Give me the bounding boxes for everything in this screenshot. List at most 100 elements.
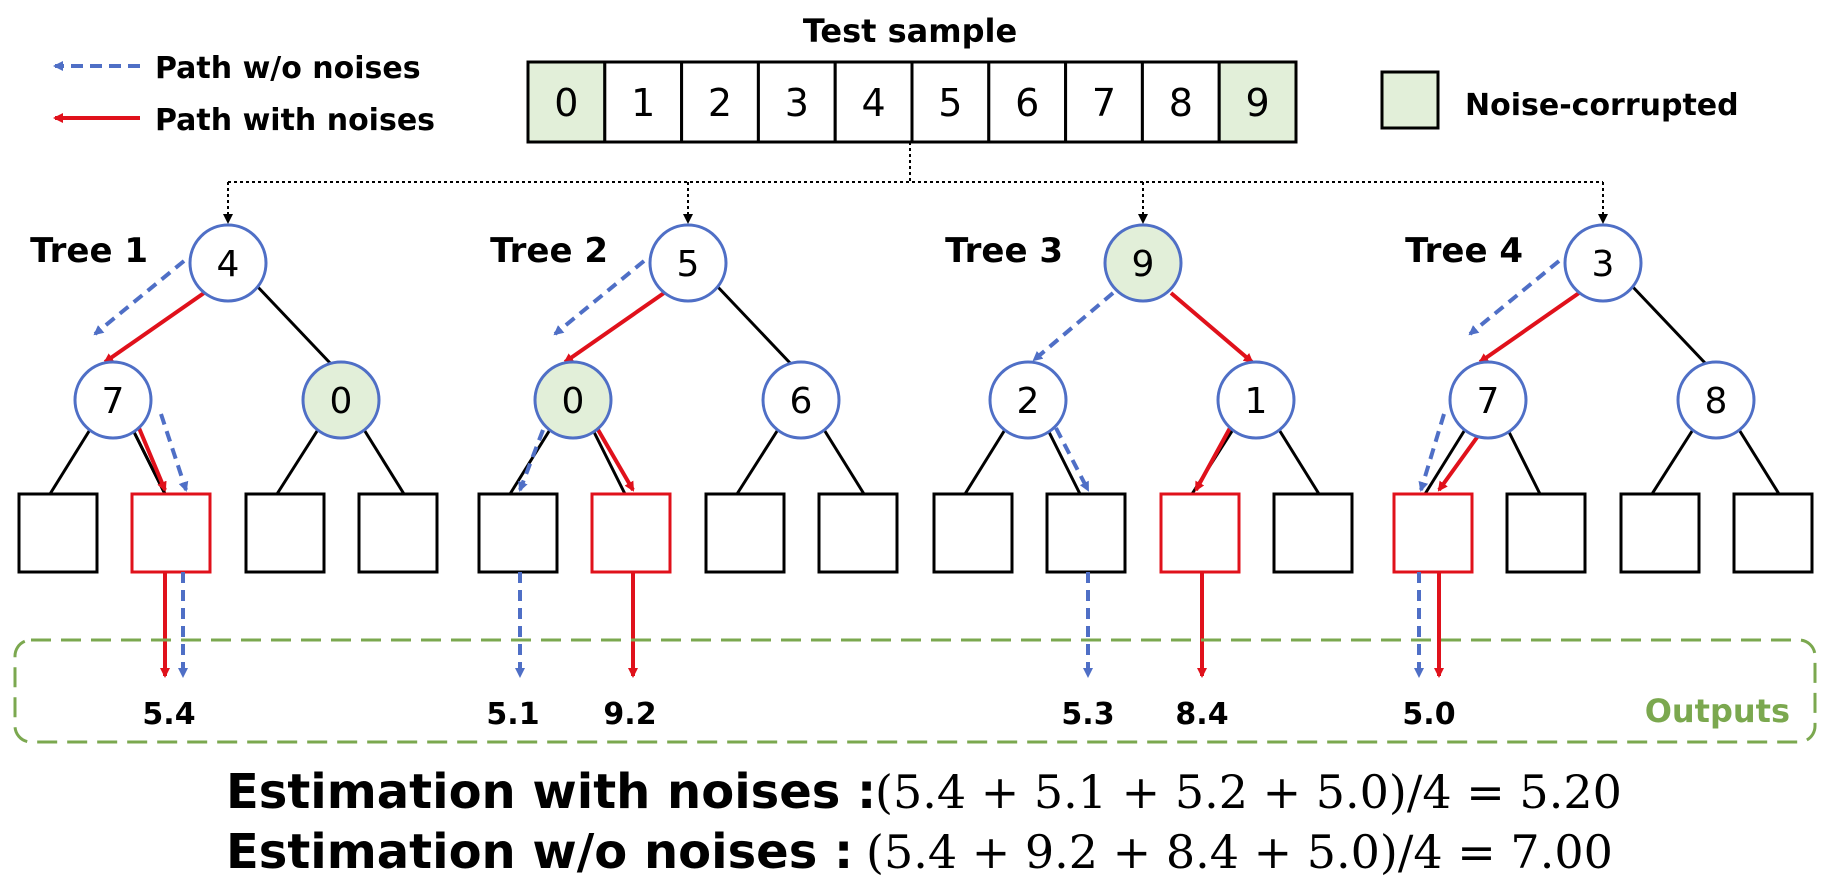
tree-node-label: 0: [562, 381, 585, 422]
equation-without-noise-label: Estimation w/o noises :: [226, 824, 853, 880]
tree-label: Tree 4: [1405, 231, 1523, 271]
tree-edge: [48, 427, 93, 495]
sample-cell: 0: [526, 60, 607, 144]
tree-node-label: 8: [1705, 381, 1728, 422]
tree-node: [1676, 360, 1756, 440]
sample-cell-label: 8: [1169, 81, 1193, 125]
sample-cell-box: [910, 60, 991, 144]
clean-path-arrow: [518, 429, 545, 492]
legend-clean-label: Path w/o noises: [155, 51, 421, 86]
sample-connectors: [223, 142, 1608, 224]
noisy-path-arrow: [1478, 291, 1581, 364]
tree-node: [1448, 360, 1528, 440]
output-value: 5.3: [1061, 697, 1114, 732]
tree-node: [533, 360, 613, 440]
tree-leaf: [357, 492, 439, 574]
sample-cell: 4: [833, 60, 914, 144]
sample-cell-label: 4: [862, 81, 886, 125]
output-value: 9.2: [603, 697, 656, 732]
tree-node-label: 5: [677, 244, 700, 285]
sample-cell-box: [1064, 60, 1144, 144]
equation-without-noise-expr: (5.4 + 9.2 + 8.4 + 5.0)/4 = 7.00: [866, 825, 1613, 879]
tree-leaf: [130, 492, 212, 574]
tree-edge: [735, 427, 781, 495]
sample-cell: 5: [910, 60, 991, 144]
clean-path-arrow: [1054, 427, 1090, 492]
noisy-path-arrow: [103, 291, 206, 364]
tree-node: [73, 360, 153, 440]
tree-leaf: [817, 492, 899, 574]
tree-leaf: [590, 492, 672, 574]
tree-edge: [275, 427, 321, 495]
output-value: 5.0: [1402, 697, 1455, 732]
tree-edge: [714, 283, 793, 366]
tree-node-label: 0: [330, 381, 353, 422]
tree-node: [988, 360, 1068, 440]
tree-label: Tree 3: [945, 231, 1063, 271]
sample-cell: 6: [987, 60, 1068, 144]
noisy-path-arrow: [1169, 291, 1254, 364]
tree-label: Tree 2: [490, 231, 608, 271]
sample-cell-box: [680, 60, 760, 144]
sample-cell-label: 7: [1092, 81, 1116, 125]
tree-node: [1563, 223, 1643, 303]
sample-cell-label: 9: [1246, 81, 1270, 125]
output-value: 5.4: [142, 697, 195, 732]
sample-cell-box: [603, 60, 684, 144]
tree-node: [648, 223, 728, 303]
tree-node-label: 7: [1477, 381, 1500, 422]
output-values: 5.4 5.1 9.2 5.3 8.4 5.0: [142, 697, 1455, 732]
tree-node: [188, 223, 268, 303]
tree-leaf: [704, 492, 786, 574]
sample-cell-label: 5: [938, 81, 962, 125]
tree-leaf: [932, 492, 1014, 574]
sample-cell-box: [1140, 60, 1221, 144]
tree-node-label: 1: [1245, 381, 1268, 422]
tree-2: Tree 2 5 0 6: [477, 223, 899, 678]
sample-cell: 3: [756, 60, 837, 144]
sample-cell-box: [987, 60, 1068, 144]
tree-leaf: [1619, 492, 1701, 574]
tree-edge: [963, 427, 1008, 495]
sample-cell: 7: [1064, 60, 1144, 144]
tree-node: [761, 360, 841, 440]
tree-edge: [591, 429, 627, 495]
tree-edge: [1736, 427, 1781, 495]
sample-cell: 1: [603, 60, 684, 144]
sample-cell: 9: [1217, 60, 1298, 144]
tree-edge: [1423, 427, 1468, 495]
tree-edge: [508, 427, 553, 495]
noisy-path-arrow: [563, 291, 666, 364]
tree-leaf: [1159, 492, 1241, 574]
tree-node-label: 6: [790, 381, 813, 422]
legend-noisy-label: Path with noises: [155, 103, 435, 138]
legend-noise-label: Noise-corrupted: [1465, 88, 1739, 123]
tree-leaf: [1505, 492, 1587, 574]
tree-edge: [361, 427, 406, 495]
tree-edge: [1650, 427, 1696, 495]
tree-leaf: [1272, 492, 1354, 574]
tree-edge: [254, 283, 333, 366]
sample-cell-label: 6: [1015, 81, 1039, 125]
tree-edge: [1629, 283, 1708, 366]
outputs-label: Outputs: [1645, 692, 1790, 730]
outputs-box: [13, 638, 1817, 744]
sample-cell-box: [833, 60, 914, 144]
clean-path-arrow: [1468, 259, 1561, 336]
sample-cell-label: 0: [554, 81, 578, 125]
output-value: 8.4: [1175, 697, 1228, 732]
tree-node: [301, 360, 381, 440]
tree-node-label: 9: [1132, 244, 1155, 285]
legend: Path w/o noises Path with noises Noise-c…: [53, 51, 1739, 138]
sample-cell-box: [756, 60, 837, 144]
tree-node: [1103, 223, 1183, 303]
tree-label: Tree 1: [30, 231, 148, 271]
output-value: 5.1: [486, 697, 539, 732]
noisy-path-arrow: [1194, 427, 1232, 492]
